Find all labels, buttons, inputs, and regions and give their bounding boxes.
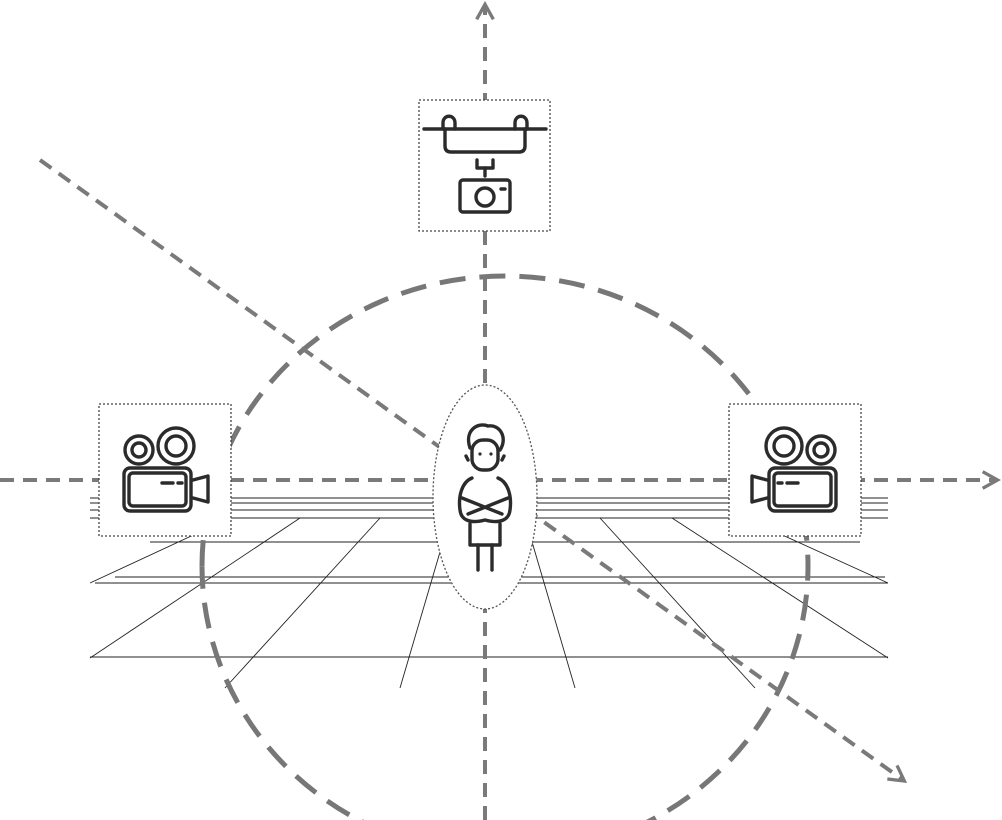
left-camera-node	[98, 403, 232, 537]
right-camera-frame	[728, 403, 862, 537]
right-camera-node	[728, 403, 862, 537]
drone-camera-icon	[422, 114, 548, 214]
subject-zone	[432, 384, 538, 610]
person-arms-crossed-icon	[457, 423, 513, 572]
film-camera-icon	[750, 426, 838, 513]
film-camera-icon	[122, 426, 210, 513]
subject	[432, 384, 538, 610]
left-camera-frame	[98, 403, 232, 537]
top-camera-node	[418, 99, 551, 232]
orbit-path	[199, 273, 811, 820]
